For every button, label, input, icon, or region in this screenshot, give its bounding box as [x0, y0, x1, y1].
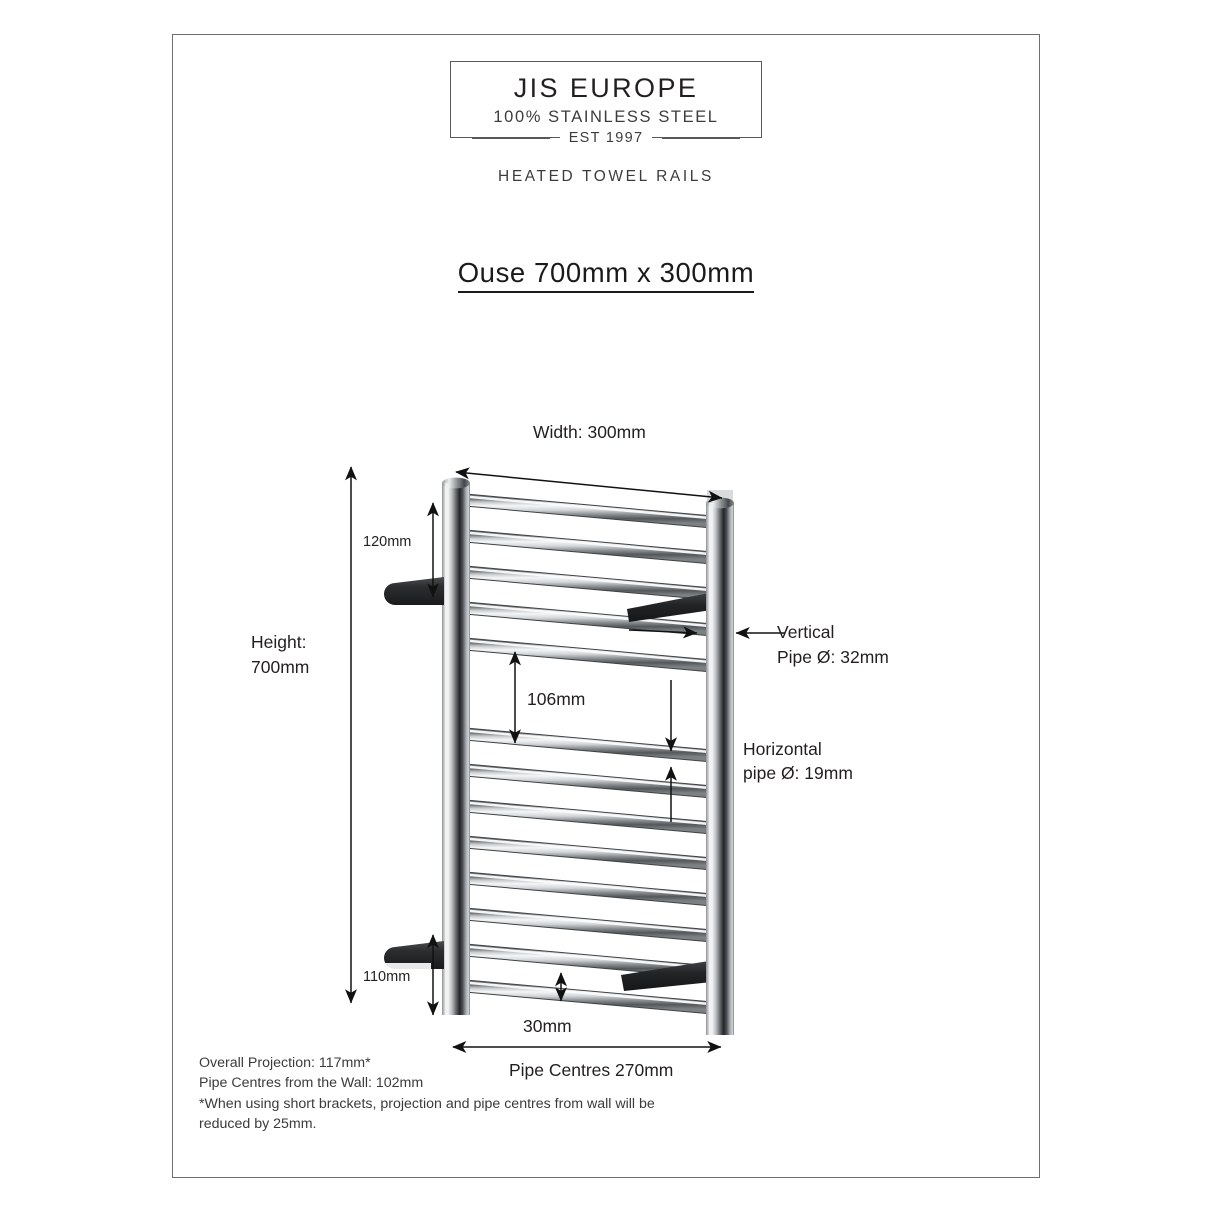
callout-horizontal-pipe: Horizontal pipe Ø: 19mm — [665, 680, 853, 822]
dim-top-offset: 120mm — [359, 502, 439, 598]
vertical-pipe-label-line1: Vertical — [777, 622, 834, 642]
established-row: EST 1997 — [472, 128, 740, 148]
note-pipe-centres-wall: Pipe Centres from the Wall: 102mm — [199, 1075, 424, 1092]
bar-gap-label: 30mm — [523, 1016, 572, 1036]
brand-name: JIS EUROPE — [513, 73, 699, 103]
dim-bar-gap: 30mm — [519, 972, 605, 1038]
vertical-pipe-label-line2: Pipe Ø: 32mm — [777, 647, 889, 667]
dim-bottom-offset: 110mm — [359, 934, 439, 1016]
towel-bars — [447, 492, 731, 1016]
width-label: Width: 300mm — [533, 422, 646, 442]
callout-horizontal-pipe-arrow — [628, 626, 698, 639]
product-title-text: Ouse 700mm x 300mm — [457, 257, 755, 293]
note-overall-projection: Overall Projection: 117mm* — [199, 1054, 371, 1071]
right-vertical-post — [706, 497, 734, 1035]
height-label-line2: 700mm — [251, 657, 309, 677]
product-title: Ouse 700mm x 300mm — [173, 257, 1039, 293]
note-short-brackets-line1: *When using short brackets, projection a… — [199, 1095, 655, 1112]
bottom-offset-label: 110mm — [363, 969, 410, 985]
rear-brackets — [621, 593, 712, 991]
callout-vertical-pipe: Vertical Pipe Ø: 32mm — [735, 622, 889, 667]
height-label-line1: Height: — [251, 632, 306, 652]
technical-drawing: Height: 700mm 120mm Width: 300mm — [173, 285, 1041, 1095]
brand-logo-box: JIS EUROPE 100% STAINLESS STEEL — [450, 61, 762, 139]
left-vertical-post — [442, 477, 470, 1015]
brand-subtitle: 100% STAINLESS STEEL — [493, 108, 719, 127]
dim-pipe-centres: Pipe Centres 270mm — [452, 1041, 722, 1080]
horizontal-pipe-label-line1: Horizontal — [743, 739, 822, 759]
note-short-brackets-line2: reduced by 25mm. — [199, 1116, 317, 1133]
brand-header: JIS EUROPE 100% STAINLESS STEEL EST 1997… — [173, 61, 1039, 186]
dim-bar-spacing: 106mm — [509, 651, 621, 744]
left-wall-brackets — [384, 577, 444, 969]
dim-width: Width: 300mm — [455, 413, 723, 503]
brand-tagline: HEATED TOWEL RAILS — [498, 168, 714, 186]
sheet-border: JIS EUROPE 100% STAINLESS STEEL EST 1997… — [172, 34, 1040, 1178]
dim-height: Height: 700mm — [239, 466, 357, 1004]
horizontal-pipe-label-line2: pipe Ø: 19mm — [743, 763, 853, 783]
footer-notes: Overall Projection: 117mm* Pipe Centres … — [199, 1053, 899, 1135]
top-offset-label: 120mm — [363, 534, 411, 550]
established-text: EST 1997 — [559, 130, 653, 147]
pipe-centres-label: Pipe Centres 270mm — [509, 1060, 673, 1080]
bar-spacing-label: 106mm — [527, 689, 585, 709]
